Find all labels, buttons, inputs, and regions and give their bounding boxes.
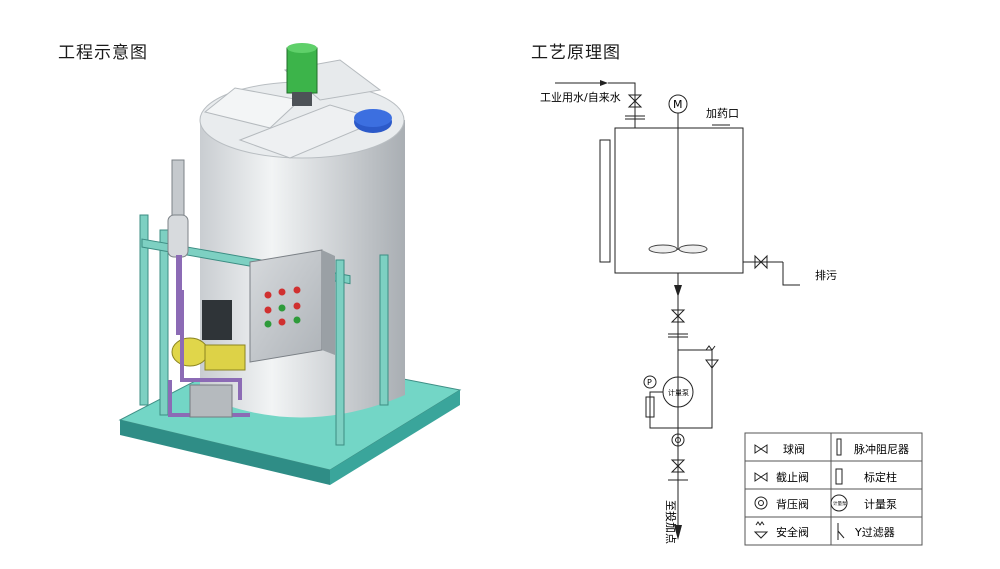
svg-text:标定柱: 标定柱 — [864, 470, 897, 484]
svg-text:脉冲阻尼器: 脉冲阻尼器 — [854, 442, 909, 456]
svg-text:Y过滤器: Y过滤器 — [854, 526, 895, 539]
outlet-arrowhead — [674, 525, 682, 540]
svg-text:计量泵: 计量泵 — [864, 498, 897, 511]
legend-table: 计量泵 球阀 脉冲阻尼器 截止阀 标定柱 背压阀 计量泵 安全阀 Y过滤器 — [744, 432, 923, 546]
back-pressure-valve-icon — [671, 433, 685, 447]
drain-label: 排污 — [815, 268, 837, 282]
svg-text:计量泵: 计量泵 — [668, 388, 689, 397]
process-diagram: 工业用水/自来水 M 加药口 排污 计量泵 P 至投加点 — [540, 80, 923, 546]
pulsation-damper-icon — [836, 438, 842, 456]
ball-valve-icon — [754, 444, 768, 454]
calibration-column — [599, 139, 611, 263]
svg-text:背压阀: 背压阀 — [776, 497, 809, 511]
dosing-port-label: 加药口 — [706, 107, 739, 120]
equipment-illustration — [118, 43, 462, 485]
impeller-left — [648, 244, 678, 254]
safety-valve-icon — [705, 359, 719, 369]
inlet-ball-valve-icon — [627, 94, 643, 108]
safety-valve-icon — [753, 521, 769, 539]
svg-text:截止阀: 截止阀 — [776, 470, 809, 484]
back-pressure-valve-icon — [754, 496, 768, 510]
svg-text:球阀: 球阀 — [783, 442, 805, 456]
safety-bypass-line — [678, 349, 713, 429]
water-inlet-label: 工业用水/自来水 — [540, 91, 621, 104]
globe-valve-icon — [754, 472, 768, 482]
tank-outline — [614, 127, 744, 274]
metering-pump-assembly — [168, 290, 250, 418]
svg-text:安全阀: 安全阀 — [776, 525, 809, 539]
impeller-right — [678, 244, 708, 254]
schematic-title: 工程示意图 — [58, 43, 148, 63]
lower-valve-icon — [670, 459, 686, 473]
drain-ball-valve-icon — [754, 254, 768, 270]
mixer-motor — [286, 43, 318, 106]
metering-pump-icon: 计量泵 — [830, 494, 848, 512]
calibration-column-icon — [835, 468, 843, 485]
svg-text:计量泵: 计量泵 — [833, 500, 847, 507]
svg-text:M: M — [673, 98, 683, 111]
svg-text:P: P — [647, 378, 652, 387]
outlet-label: 至投加点 — [664, 500, 678, 544]
pulsation-damper-icon — [645, 396, 655, 418]
process-diagram-title: 工艺原理图 — [531, 43, 621, 63]
control-box — [249, 249, 335, 363]
outlet-globe-valve-icon — [670, 309, 686, 323]
inlet-arrowhead — [600, 80, 608, 86]
y-strainer-icon — [837, 523, 845, 540]
pressure-gauge-icon — [643, 375, 657, 389]
level-column — [167, 159, 189, 335]
